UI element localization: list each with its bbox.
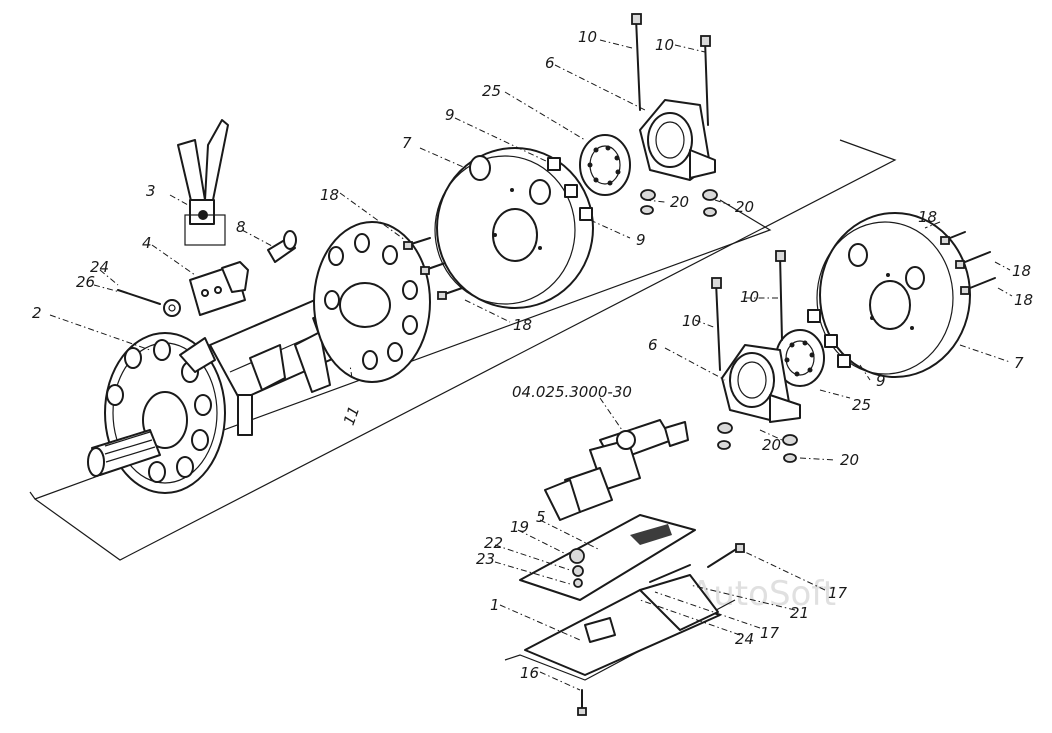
- leader-lines: [49, 39, 1013, 691]
- label-4: 4: [142, 234, 152, 252]
- label-16: 16: [520, 664, 539, 682]
- label-25b: 25: [852, 396, 871, 414]
- part-25-bearing-upper: [547, 134, 631, 221]
- label-2: 2: [32, 304, 42, 322]
- label-24a: 24: [90, 258, 109, 276]
- label-10b: 10: [655, 36, 674, 54]
- universal-joint: [544, 419, 689, 521]
- label-18a: 18: [320, 186, 339, 204]
- part-4-block: [189, 261, 249, 316]
- label-7a: 7: [402, 134, 412, 152]
- label-18b: 18: [513, 316, 532, 334]
- label-10a: 10: [578, 28, 597, 46]
- part-18-bolts-right: [940, 231, 996, 295]
- label-assembly: 04.025.3000-30: [512, 383, 632, 401]
- label-20b: 20: [735, 198, 754, 216]
- part-7-drum-lower: [816, 212, 971, 378]
- label-26: 26: [76, 273, 95, 291]
- label-9c: 9: [876, 372, 886, 390]
- label-24b: 24: [735, 630, 754, 648]
- label-10c: 10: [740, 288, 759, 306]
- label-9a: 9: [445, 106, 455, 124]
- label-8: 8: [236, 218, 246, 236]
- callout-labels: 2 3 4 24 26 8 11 18 7 9 25 6 10 10 20 20…: [32, 28, 1033, 682]
- label-23: 23: [476, 550, 495, 568]
- label-3: 3: [146, 182, 156, 200]
- label-22: 22: [484, 534, 503, 552]
- part-7-drum-upper: [434, 147, 594, 309]
- label-1: 1: [490, 596, 500, 614]
- part-5-plate: [519, 514, 696, 601]
- label-25a: 25: [482, 82, 501, 100]
- label-21: 21: [790, 604, 809, 622]
- label-17b: 17: [760, 624, 780, 642]
- label-7b: 7: [1014, 354, 1024, 372]
- part-24-26-fastener: [117, 289, 181, 317]
- part-6-housing-upper: [631, 13, 718, 217]
- part-3-fork: [169, 119, 229, 246]
- label-11: 11: [340, 404, 363, 428]
- front-disc-holes: [106, 339, 212, 483]
- label-5: 5: [536, 508, 546, 526]
- label-19: 19: [510, 518, 529, 536]
- label-18c: 18: [918, 208, 937, 226]
- part-6-housing-lower: [711, 250, 801, 463]
- part-8-pin: [267, 230, 297, 263]
- rear-disc-holes: [324, 233, 418, 370]
- label-18d: 18: [1012, 262, 1031, 280]
- label-10d: 10: [682, 312, 701, 330]
- label-6a: 6: [545, 54, 555, 72]
- label-20c: 20: [762, 436, 781, 454]
- label-20a: 20: [670, 193, 689, 211]
- label-6b: 6: [648, 336, 658, 354]
- label-18e: 18: [1014, 291, 1033, 309]
- label-9b: 9: [636, 231, 646, 249]
- left-shaft-assembly: [87, 221, 431, 494]
- label-17a: 17: [828, 584, 848, 602]
- label-20d: 20: [840, 451, 859, 469]
